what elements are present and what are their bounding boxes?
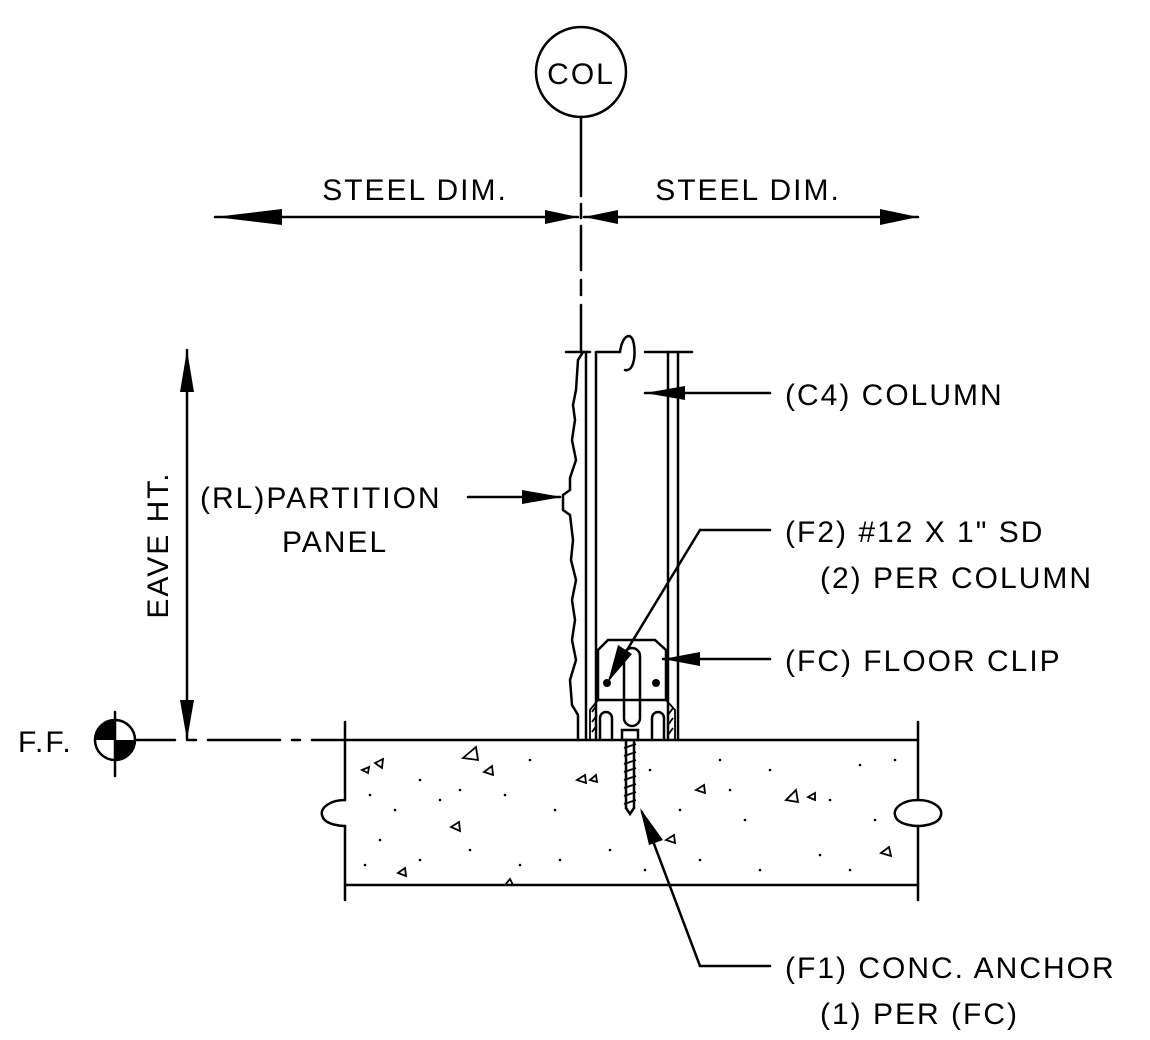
- column-tag-text: COL: [547, 58, 615, 91]
- steel-dim-left-label: STEEL DIM.: [322, 174, 508, 207]
- c4-column: [584, 334, 694, 742]
- callout-c4-column: (C4) COLUMN: [643, 379, 1004, 412]
- f2-screw-label-line1: (F2) #12 X 1" SD: [785, 516, 1044, 549]
- callout-rl-partition-panel: (RL)PARTITION PANEL: [200, 482, 562, 559]
- steel-dimension-left: STEEL DIM.: [213, 174, 580, 225]
- eave-height-dimension: EAVE HT.: [142, 348, 194, 742]
- steel-dim-right-label: STEEL DIM.: [655, 174, 841, 207]
- eave-height-label: EAVE HT.: [142, 471, 175, 618]
- floor-clip: [589, 638, 676, 742]
- callout-fc-floor-clip: (FC) FLOOR CLIP: [661, 645, 1062, 678]
- c4-column-label: (C4) COLUMN: [785, 379, 1004, 412]
- callout-f1-anchor: (F1) CONC. ANCHOR (1) PER (FC): [640, 808, 1116, 1031]
- f1-anchor-label-line2: (1) PER (FC): [820, 998, 1019, 1031]
- finish-floor-label: F.F.: [18, 726, 73, 759]
- rl-partition-label-line2: PANEL: [282, 526, 388, 559]
- f1-anchor-label-line1: (F1) CONC. ANCHOR: [785, 952, 1116, 985]
- column-grid-bubble: COL: [534, 25, 628, 352]
- finish-floor-marker: F.F.: [18, 710, 347, 778]
- steel-dimension-right: STEEL DIM.: [582, 174, 920, 225]
- fc-floor-clip-label: (FC) FLOOR CLIP: [785, 645, 1062, 678]
- concrete-anchor: [620, 728, 640, 817]
- concrete-slab: [320, 720, 943, 902]
- f2-screw-label-line2: (2) PER COLUMN: [820, 562, 1093, 595]
- callout-f2-screw: (F2) #12 X 1" SD (2) PER COLUMN: [608, 516, 1093, 682]
- rl-partition-label-line1: (RL)PARTITION: [200, 482, 442, 515]
